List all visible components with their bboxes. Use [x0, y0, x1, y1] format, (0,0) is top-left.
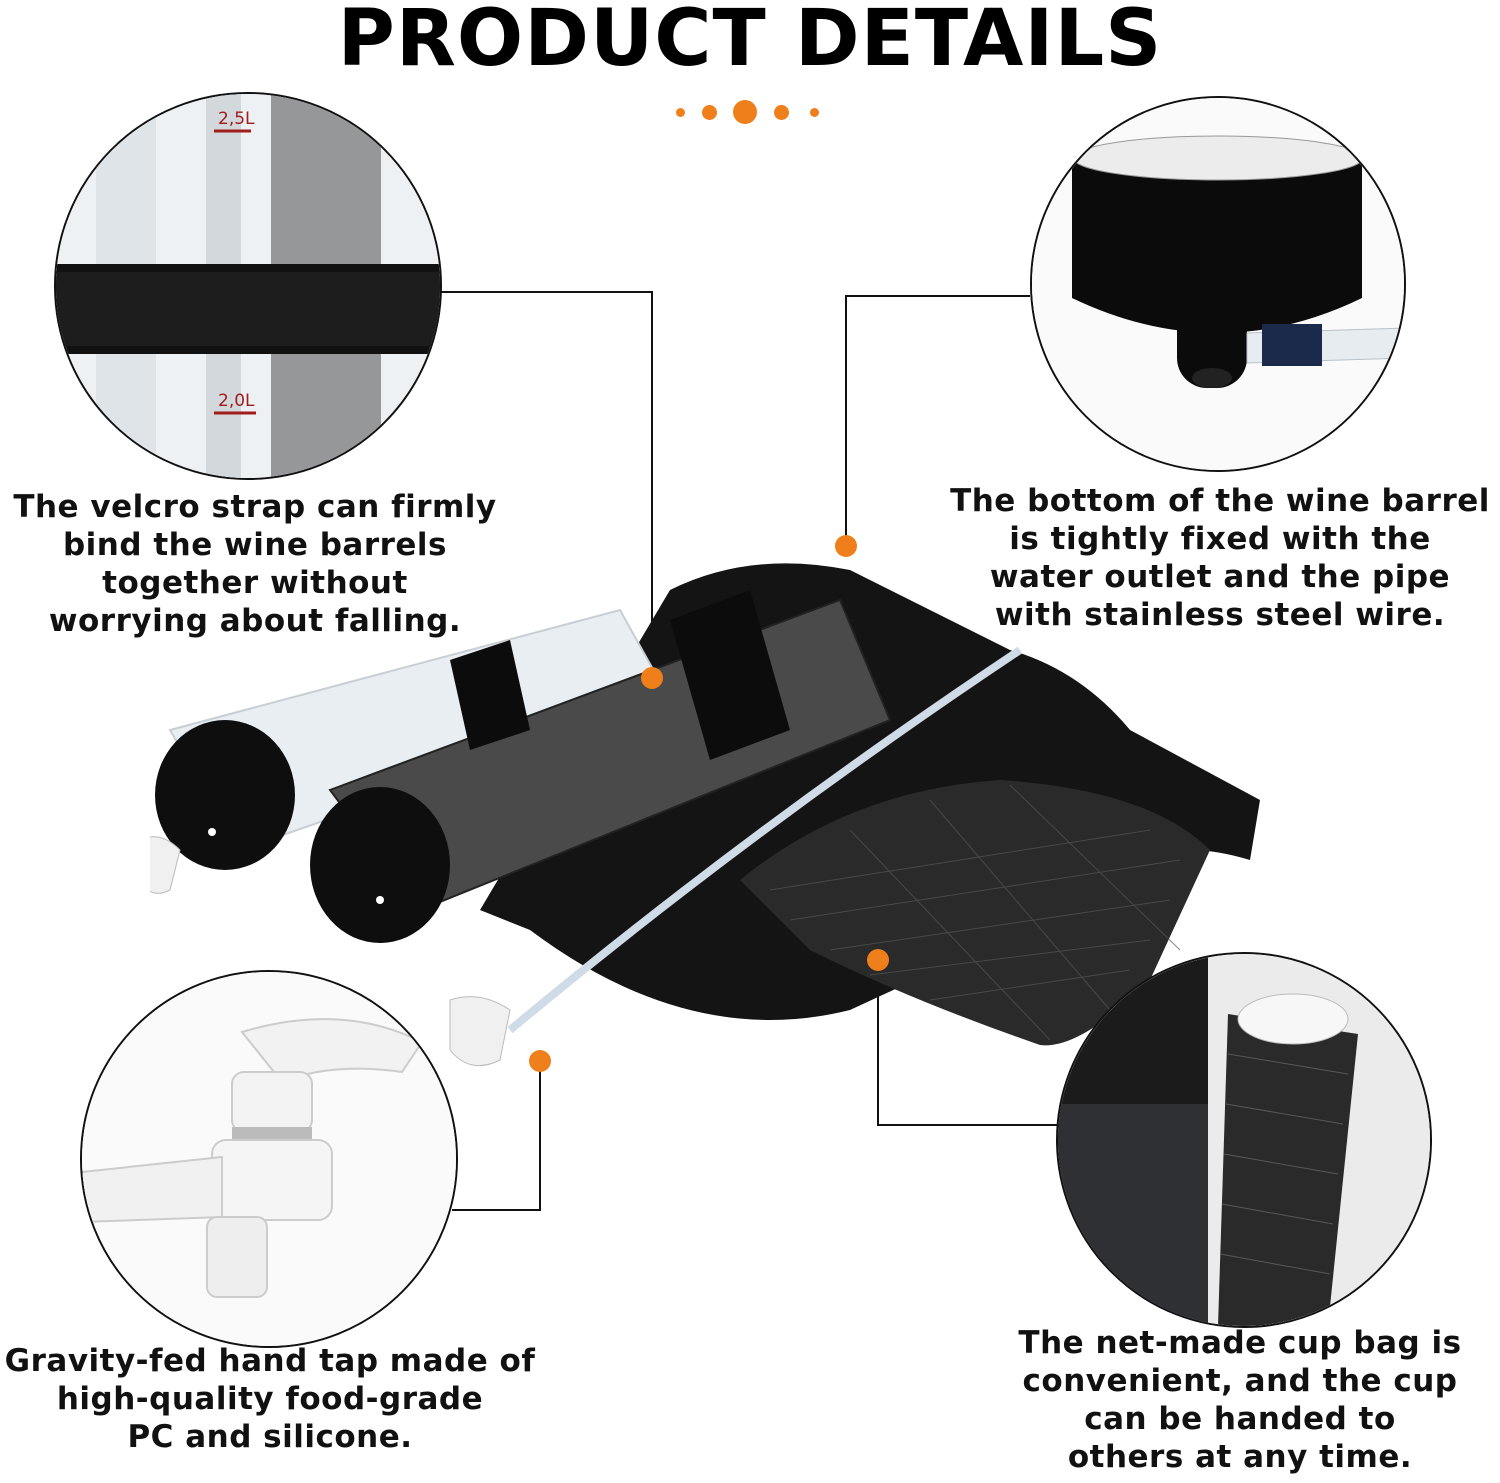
marker-cupbag — [867, 949, 889, 971]
hand-tap-photo — [80, 970, 458, 1348]
marker-velcro — [641, 667, 663, 689]
caption-bottom-line-1: The bottom of the wine barrel — [950, 483, 1490, 519]
caption-velcro-line-4: worrying about falling. — [48, 603, 462, 639]
marker-bottom — [835, 535, 857, 557]
caption-tap-line-1: Gravity-fed hand tap made of — [4, 1343, 536, 1379]
caption-cupbag-line-1: The net-made cup bag is — [1018, 1325, 1462, 1361]
caption-cupbag-line-2: convenient, and the cup — [1022, 1363, 1458, 1399]
connector-bottom — [845, 295, 1030, 545]
caption-tap-line-3: PC and silicone. — [127, 1419, 413, 1455]
page-title: PRODUCT DETAILS — [337, 0, 1163, 84]
connector-tap — [452, 1060, 541, 1211]
caption-velcro: The velcro strap can firmly bind the win… — [5, 488, 505, 640]
marker-tap — [529, 1050, 551, 1072]
dot-medium-right — [774, 105, 789, 120]
caption-bottom: The bottom of the wine barrel is tightly… — [945, 482, 1495, 634]
caption-velcro-line-3: together without — [102, 565, 408, 601]
velcro-strap-photo: 2,5L 2,0L — [54, 92, 442, 480]
measure-label-top: 2,5L — [218, 109, 255, 129]
dot-large-center — [733, 100, 757, 124]
measure-label-bottom: 2,0L — [218, 391, 255, 411]
decorative-dots — [660, 96, 840, 126]
caption-velcro-line-1: The velcro strap can firmly — [13, 489, 497, 525]
connector-cupbag — [877, 960, 1058, 1126]
wine-backpack-illustration — [139, 563, 1260, 1067]
barrel-bottom-photo — [1030, 96, 1406, 472]
dot-small-left — [676, 108, 685, 117]
caption-velcro-line-2: bind the wine barrels — [62, 527, 447, 563]
caption-cupbag-line-4: others at any time. — [1067, 1439, 1413, 1475]
dot-small-right — [810, 108, 819, 117]
product-image — [139, 530, 1280, 1090]
caption-cupbag-line-3: can be handed to — [1084, 1401, 1396, 1437]
caption-bottom-line-3: water outlet and the pipe — [989, 559, 1451, 595]
caption-bottom-line-2: is tightly fixed with the — [1009, 521, 1431, 557]
caption-tap-line-2: high-quality food-grade — [56, 1381, 484, 1417]
cup-bag-photo — [1056, 952, 1432, 1328]
connector-velcro — [436, 291, 653, 678]
dot-medium-left — [702, 105, 717, 120]
caption-tap: Gravity-fed hand tap made of high-qualit… — [0, 1342, 540, 1456]
caption-bottom-line-4: with stainless steel wire. — [994, 597, 1446, 633]
caption-cupbag: The net-made cup bag is convenient, and … — [1000, 1324, 1480, 1476]
